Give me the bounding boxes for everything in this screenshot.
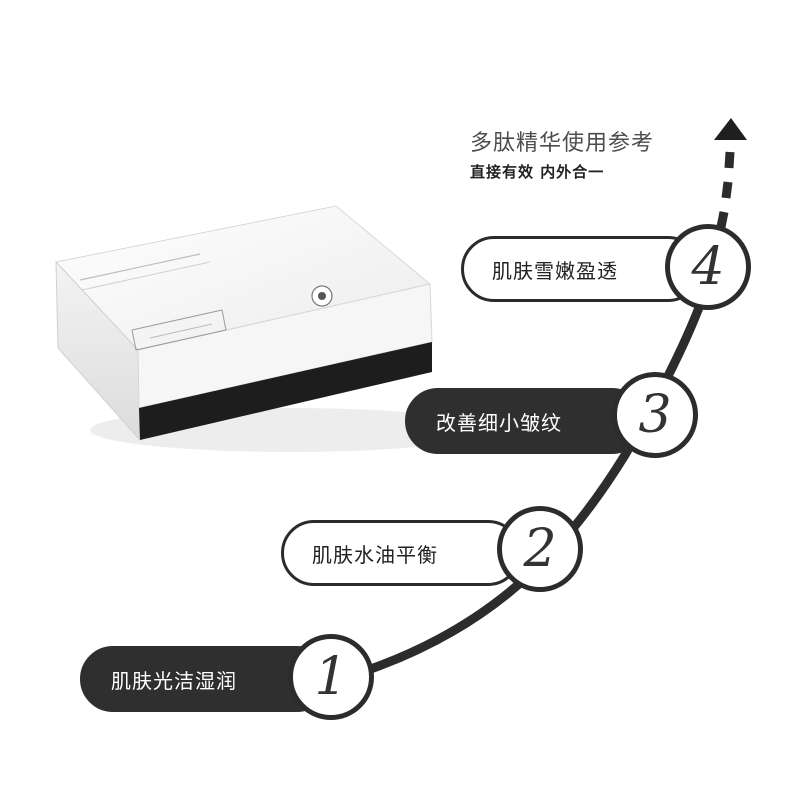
step-4-pill: 肌肤雪嫩盈透 — [461, 236, 701, 302]
step-1-label: 肌肤光洁湿润 — [111, 668, 237, 693]
step-2-label: 肌肤水油平衡 — [312, 542, 438, 567]
step-3-number: 3 — [638, 385, 672, 445]
step-4-number: 4 — [691, 237, 725, 297]
step-2-pill: 肌肤水油平衡 — [281, 520, 521, 586]
step-4-label: 肌肤雪嫩盈透 — [492, 258, 618, 283]
step-1-badge: 1 — [288, 634, 374, 720]
section-title: 多肽精华使用参考 — [470, 131, 655, 156]
step-3-badge: 3 — [612, 372, 698, 458]
curve-dash — [724, 151, 735, 169]
curve-dash — [721, 181, 733, 199]
step-3-label: 改善细小皱纹 — [436, 410, 562, 435]
step-1-number: 1 — [314, 647, 348, 707]
arrow-up-icon — [714, 118, 747, 140]
step-4-badge: 4 — [665, 224, 751, 310]
section-subtitle: 直接有效 内外合一 — [470, 163, 605, 181]
step-3-pill: 改善细小皱纹 — [405, 388, 645, 454]
step-2-number: 2 — [523, 519, 557, 579]
step-2-badge: 2 — [497, 506, 583, 592]
